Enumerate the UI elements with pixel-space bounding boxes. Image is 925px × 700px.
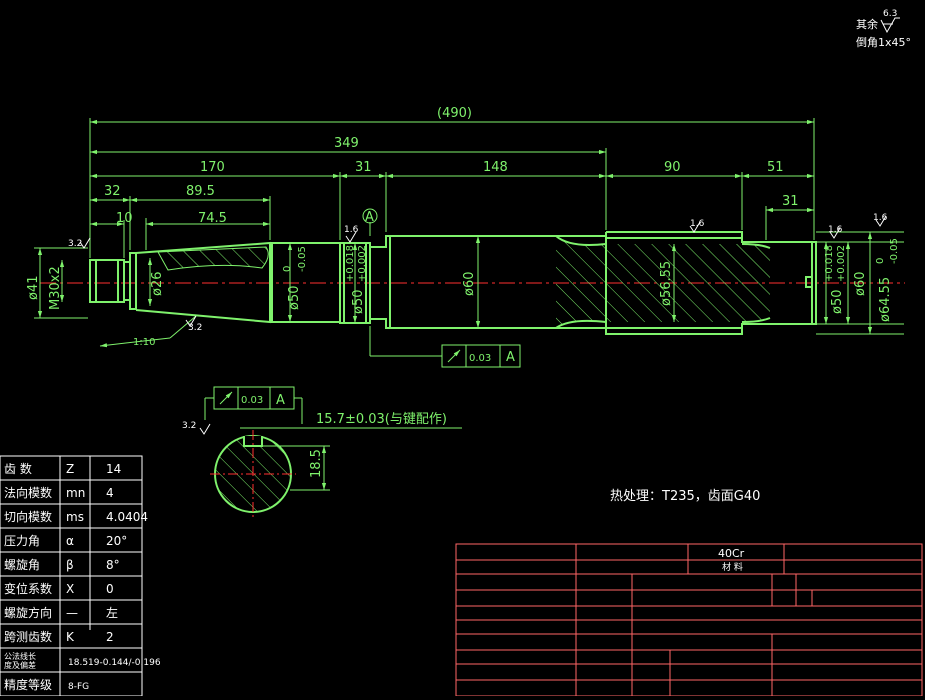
dim-170: 170 xyxy=(200,160,225,175)
roughness-3-2-a: 3.2 xyxy=(68,239,82,249)
table-cell-name: 齿 数 xyxy=(4,461,32,476)
table-cell-name: 精度等级 xyxy=(4,677,52,692)
dim-dia-60-b: ø60 xyxy=(853,272,868,297)
section-hatch-right xyxy=(742,244,770,322)
table-cell-name: 螺旋方向 xyxy=(4,605,52,620)
table-cell-symbol: K xyxy=(66,630,75,644)
table-cell-symbol: X xyxy=(66,582,74,596)
dim-74-5: 74.5 xyxy=(198,211,227,226)
roughness-symbol-icon xyxy=(880,17,900,34)
table-cell-symbol: Z xyxy=(66,462,74,476)
table-cell-value: 左 xyxy=(106,605,118,620)
roughness-3-2-c: 3.2 xyxy=(182,421,196,431)
table-cell-value: 4.0404 xyxy=(106,510,148,524)
material-label: 材 料 xyxy=(722,561,743,573)
dim-31-a: 31 xyxy=(355,160,372,175)
table-cell-name: 螺旋角 xyxy=(4,558,40,572)
dim-90: 90 xyxy=(664,160,681,175)
dim-dia-64-tol-up: 0 xyxy=(875,258,886,264)
dim-349: 349 xyxy=(334,136,359,151)
table-cell-value: 20° xyxy=(106,534,127,548)
table-cell-name: 公法线长 xyxy=(4,651,36,661)
runout-arrow-icon-section xyxy=(219,391,233,405)
roughness-1-6-d: 1.6 xyxy=(873,213,888,223)
table-cell-name: 变位系数 xyxy=(4,581,52,596)
chamfer-note: 倒角1x45° xyxy=(856,36,911,49)
table-cell-value: 2 xyxy=(106,630,114,644)
dim-dia-50-b-tol-up: +0.018 xyxy=(345,245,356,282)
section-keyway xyxy=(243,436,263,447)
roughness-symbols xyxy=(79,215,887,435)
runout-datum-section: A xyxy=(276,393,285,408)
dim-dia-50-b: ø50 xyxy=(351,290,366,315)
dim-dia-64-tol-dn: -0.05 xyxy=(889,238,900,264)
other-label: 其余 xyxy=(856,17,878,31)
dim-dia-60-a: ø60 xyxy=(462,272,477,297)
datum-a-circle xyxy=(362,208,378,224)
dim-10: 10 xyxy=(116,211,133,226)
roughness-1-6-c: 1.6 xyxy=(828,225,843,235)
taper-keyway xyxy=(157,246,269,271)
dim-32: 32 xyxy=(104,184,121,199)
dim-dia-50-c-tol-dn: +0.002 xyxy=(836,245,847,282)
dim-dia-50-b-tol-dn: +0.002 xyxy=(357,245,368,282)
gear-parameters-table: 齿 数 Z 14 法向模数 mn 4 切向模数 ms 4.0404 压力角 α 20° 螺旋角 β 8° 变位… xyxy=(0,455,161,697)
table-cell-name: 压力角 xyxy=(4,534,40,548)
table-cell-name: 度及偏差 xyxy=(4,660,36,670)
runout-datum-main: A xyxy=(506,350,515,365)
dim-31-b: 31 xyxy=(782,194,799,209)
dim-dia-50-a: ø50 xyxy=(287,286,302,311)
heat-treatment-note: 热处理：T235，齿面G40 xyxy=(610,489,760,504)
dim-dia-50-c: ø50 xyxy=(830,290,845,315)
roughness-1-6-b: 1.6 xyxy=(690,219,705,229)
table-cell-name: 切向模数 xyxy=(4,509,52,524)
other-roughness-note: 其余 6.3 倒角1x45° xyxy=(856,9,911,49)
table-cell-symbol: β xyxy=(66,558,74,572)
section-view: 0.03 A 15.7±0.03(与键配作) 18.5 xyxy=(204,386,462,518)
dimension-lines xyxy=(34,118,904,357)
dim-dia-50-a-tol-up: 0 xyxy=(282,266,293,272)
dim-dia-26: ø26 xyxy=(150,272,165,297)
table-cell-value: 8° xyxy=(106,558,120,572)
roughness-3-2-b: 3.2 xyxy=(188,323,202,333)
key-depth: 18.5 xyxy=(309,449,324,478)
material-value: 40Cr xyxy=(718,547,745,560)
dim-dia-56-55: ø56.55 xyxy=(659,261,674,306)
table-cell-value: 0 xyxy=(106,582,114,596)
table-cell-symbol: ms xyxy=(66,510,84,524)
runout-value-section: 0.03 xyxy=(241,395,263,406)
table-cell-name: 法向模数 xyxy=(4,485,52,500)
table-cell-symbol: mn xyxy=(66,486,85,500)
dim-dia-50-c-tol-up: +0.018 xyxy=(824,245,835,282)
runout-value-main: 0.03 xyxy=(469,353,491,364)
other-roughness-value: 6.3 xyxy=(883,9,897,19)
dim-dia-41: ø41 xyxy=(26,276,41,301)
section-hatch-left xyxy=(556,236,606,328)
table-cell-value: 14 xyxy=(106,462,121,476)
dim-m30x2: M30x2 xyxy=(48,266,63,310)
table-cell-value: 8-FG xyxy=(68,682,89,692)
datum-a-label: A xyxy=(365,210,374,225)
dim-490: (490) xyxy=(437,106,472,121)
title-block xyxy=(455,543,923,697)
taper-ratio: 1:10 xyxy=(133,337,155,348)
table-cell-name: 跨测齿数 xyxy=(4,629,52,644)
table-cell-value: 4 xyxy=(106,486,114,500)
dim-51: 51 xyxy=(767,160,784,175)
keyway-width: 15.7±0.03(与键配作) xyxy=(316,412,447,427)
dim-dia-50-a-tol-dn: -0.05 xyxy=(297,246,308,272)
dim-148: 148 xyxy=(483,160,508,175)
table-cell-symbol: α xyxy=(66,534,74,548)
roughness-1-6-a: 1.6 xyxy=(344,225,359,235)
table-cell-value: 18.519-0.144/-0.196 xyxy=(68,658,161,668)
dim-dia-64-55: ø64.55 xyxy=(878,277,893,322)
runout-arrow-icon xyxy=(447,349,461,363)
runout-frame-main: 0.03 A xyxy=(441,344,521,368)
dim-89-5: 89.5 xyxy=(186,184,215,199)
table-cell-symbol: — xyxy=(66,606,78,620)
